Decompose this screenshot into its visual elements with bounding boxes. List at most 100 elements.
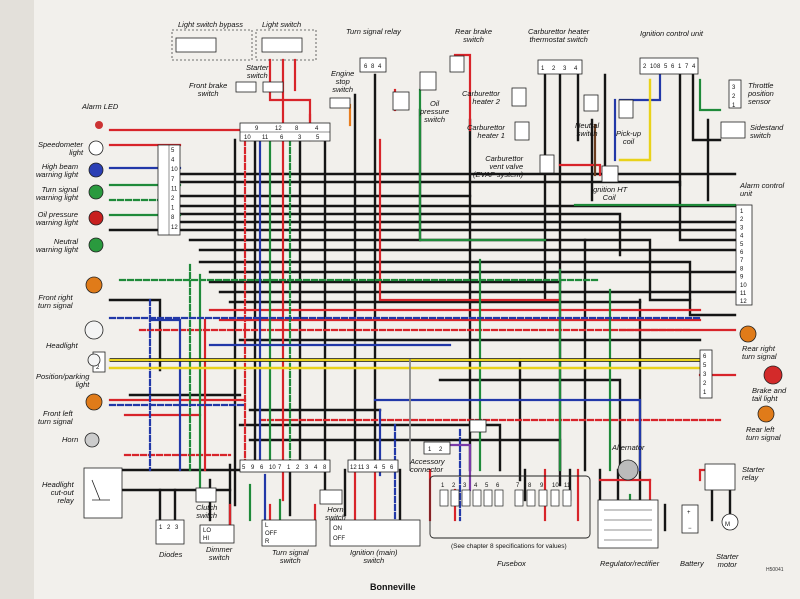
pin-ignition_unit-0: 2 <box>643 64 647 70</box>
pin-rear_block-0: 6 <box>703 354 707 360</box>
label-headlight: Headlight <box>46 341 78 350</box>
label-light-switch: Light switch <box>262 20 302 29</box>
pin-bottom_left-6: 2 <box>296 465 300 471</box>
pos-turn_sw-0: L <box>265 523 269 529</box>
neutral-warning-icon <box>88 237 104 253</box>
oil-warning-icon <box>88 210 104 226</box>
pin-bottom_left-0: 5 <box>242 465 246 471</box>
neutral-switch-icon <box>583 94 599 112</box>
bottom-left-connector <box>239 459 331 473</box>
pin-alarm_unit-7: 8 <box>740 266 744 272</box>
label-ignition-control-unit: Ignition control unit <box>640 29 703 38</box>
pin-top_row1-3: 4 <box>315 126 319 132</box>
pin-top_row2-2: 6 <box>280 135 284 141</box>
label-speedometer-light: Speedometer light <box>38 140 84 157</box>
pin-bottom_left-2: 6 <box>260 465 264 471</box>
bottom-mid-connector <box>347 459 399 473</box>
front-right-turn-icon <box>85 276 103 294</box>
fuse-label-5: 5 <box>485 483 489 489</box>
pin-top_row2-0: 10 <box>244 135 251 141</box>
label-carb-heater-1: Carburettor heater 1 <box>467 123 505 140</box>
pin-top_row2-3: 3 <box>298 135 302 141</box>
pin-top_row2-4: 5 <box>316 135 320 141</box>
alarm-control-unit <box>735 204 753 306</box>
pin-alarm_unit-4: 5 <box>740 242 744 248</box>
lamps: M + − <box>84 121 783 534</box>
pin-alarm_unit-10: 11 <box>740 291 747 297</box>
starter-relay-block <box>704 463 736 491</box>
pin-alarm_unit-2: 3 <box>740 225 744 231</box>
label-alternator: Alternator <box>612 443 645 452</box>
fuse-4 <box>472 489 482 507</box>
light-switch-box <box>255 29 317 61</box>
pin-top_row2-1: 11 <box>262 135 269 141</box>
label-turn-signal-relay: Turn signal relay <box>346 27 401 36</box>
yellow-outline <box>109 358 701 362</box>
relay-small-icon <box>469 419 487 433</box>
blue-wires <box>108 73 662 522</box>
pin-rear_block-2: 3 <box>703 372 707 378</box>
fuse-10 <box>550 489 560 507</box>
pos-dimmer-1: HI <box>203 536 209 542</box>
pin-thermostat-2: 3 <box>563 66 567 72</box>
purple-wires <box>448 443 472 492</box>
ht-coil-icon <box>601 165 619 183</box>
label-horn-switch: Horn switch <box>325 505 346 522</box>
pin-alarm_unit-8: 9 <box>740 275 744 281</box>
label-oil-pressure-switch: Oil pressure switch <box>420 99 450 124</box>
fuse-label-7: 7 <box>516 483 520 489</box>
pin-diode_block-1: 2 <box>167 525 171 531</box>
fuse-label-9: 9 <box>540 483 544 489</box>
turn-warning-icon <box>88 184 104 200</box>
figure-code: H50041 <box>766 567 784 573</box>
pin-ignition_unit-2: 8 <box>657 64 661 70</box>
fuse-label-4: 4 <box>474 483 478 489</box>
label-front-left-turn: Front left turn signal <box>38 409 73 426</box>
pin-ignition_unit-7: 4 <box>692 64 696 70</box>
turn-relay-connector <box>359 57 387 73</box>
pin-left_block-1: 4 <box>171 158 175 164</box>
alarm-led-icon <box>95 121 103 129</box>
label-battery: Battery <box>680 559 704 568</box>
fuse-9 <box>538 489 548 507</box>
pin-left_block-3: 7 <box>171 177 175 183</box>
thermostat-connector <box>537 59 583 75</box>
label-rear-brake-switch: Rear brake switch <box>455 27 493 44</box>
wire-harness <box>108 53 737 532</box>
pin-accessory-1: 2 <box>439 447 443 453</box>
fuse-11 <box>562 489 572 507</box>
pin-alarm_unit-6: 7 <box>740 258 744 264</box>
fuse-label-8: 8 <box>528 483 532 489</box>
pin-left_block-0: 5 <box>171 148 175 154</box>
label-carb-heater-2: Carburettor heater 2 <box>462 89 500 106</box>
pin-thermostat-1: 2 <box>552 66 556 72</box>
pin-alarm_unit-0: 1 <box>740 209 744 215</box>
blue-white-wires <box>108 298 702 522</box>
pins-top2: 10 11 6 3 5 <box>244 135 320 141</box>
pin-ignition_unit-5: 1 <box>678 64 682 70</box>
label-brake-tail: Brake and tail light <box>752 386 787 403</box>
pin-left_block-2: 10 <box>171 167 178 173</box>
label-starter-relay: Starter relay <box>742 465 765 482</box>
rear-brake-switch-icon <box>449 55 465 73</box>
fuse-5 <box>483 489 493 507</box>
label-regulator: Regulator/rectifier <box>600 559 660 568</box>
pin-rear_block-3: 2 <box>703 381 707 387</box>
red-white-wires <box>123 113 722 472</box>
label-front-right-turn: Front right turn signal <box>38 293 73 310</box>
speedometer-light-icon <box>88 140 104 156</box>
label-horn: Horn <box>62 435 79 444</box>
label-position-light: Position/parking light <box>36 372 90 389</box>
pin-thermostat-0: 1 <box>541 66 545 72</box>
pin-diode_block-2: 3 <box>175 525 179 531</box>
high-beam-icon <box>88 162 104 178</box>
